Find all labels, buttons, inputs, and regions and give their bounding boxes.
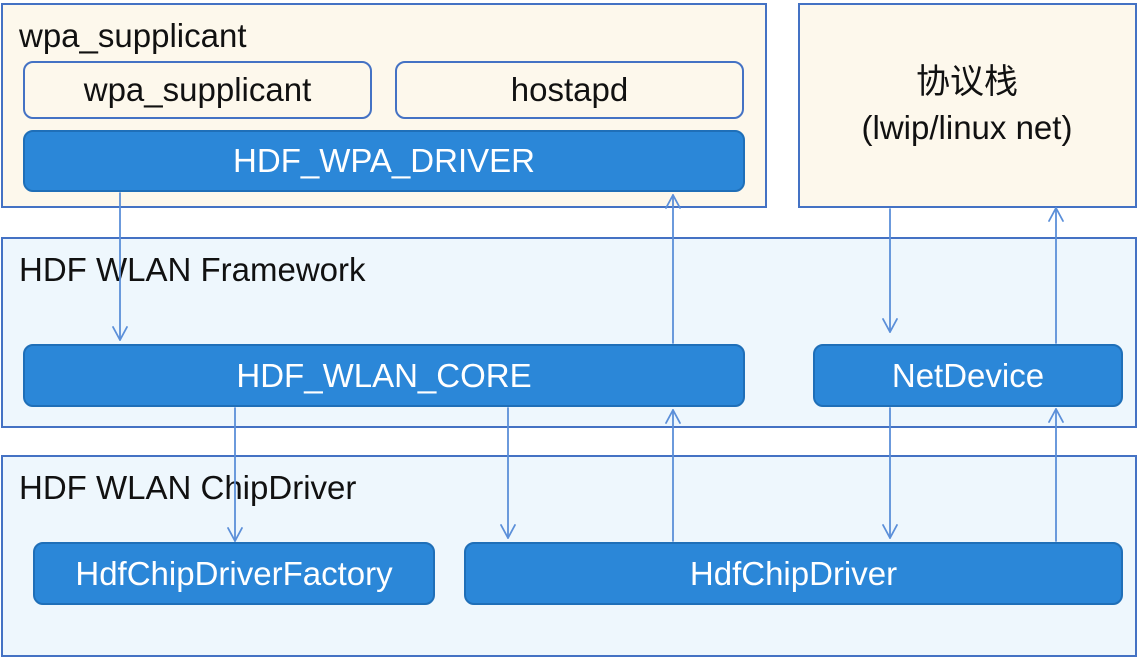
hdf-chip-driver-box: HdfChipDriver [464,542,1123,605]
hdf-wlan-chipdriver-title: HDF WLAN ChipDriver [19,469,357,506]
hdf-wlan-core-box: HDF_WLAN_CORE [23,344,745,407]
netdevice-box: NetDevice [813,344,1123,407]
protocol-stack-title: 协议栈 [916,62,1018,102]
wpa-supplicant-panel-title: wpa_supplicant [19,17,247,54]
hdf-chip-driver-factory-box: HdfChipDriverFactory [33,542,435,605]
hostapd-box: hostapd [395,61,744,119]
protocol-stack-subtitle: (lwip/linux net) [861,109,1073,146]
protocol-stack-label: 协议栈 (lwip/linux net) [800,60,1134,152]
hdf-wlan-framework-title: HDF WLAN Framework [19,251,366,288]
protocol-stack-panel [798,3,1137,208]
wpa-supplicant-box: wpa_supplicant [23,61,372,119]
hdf-wpa-driver-box: HDF_WPA_DRIVER [23,130,745,192]
